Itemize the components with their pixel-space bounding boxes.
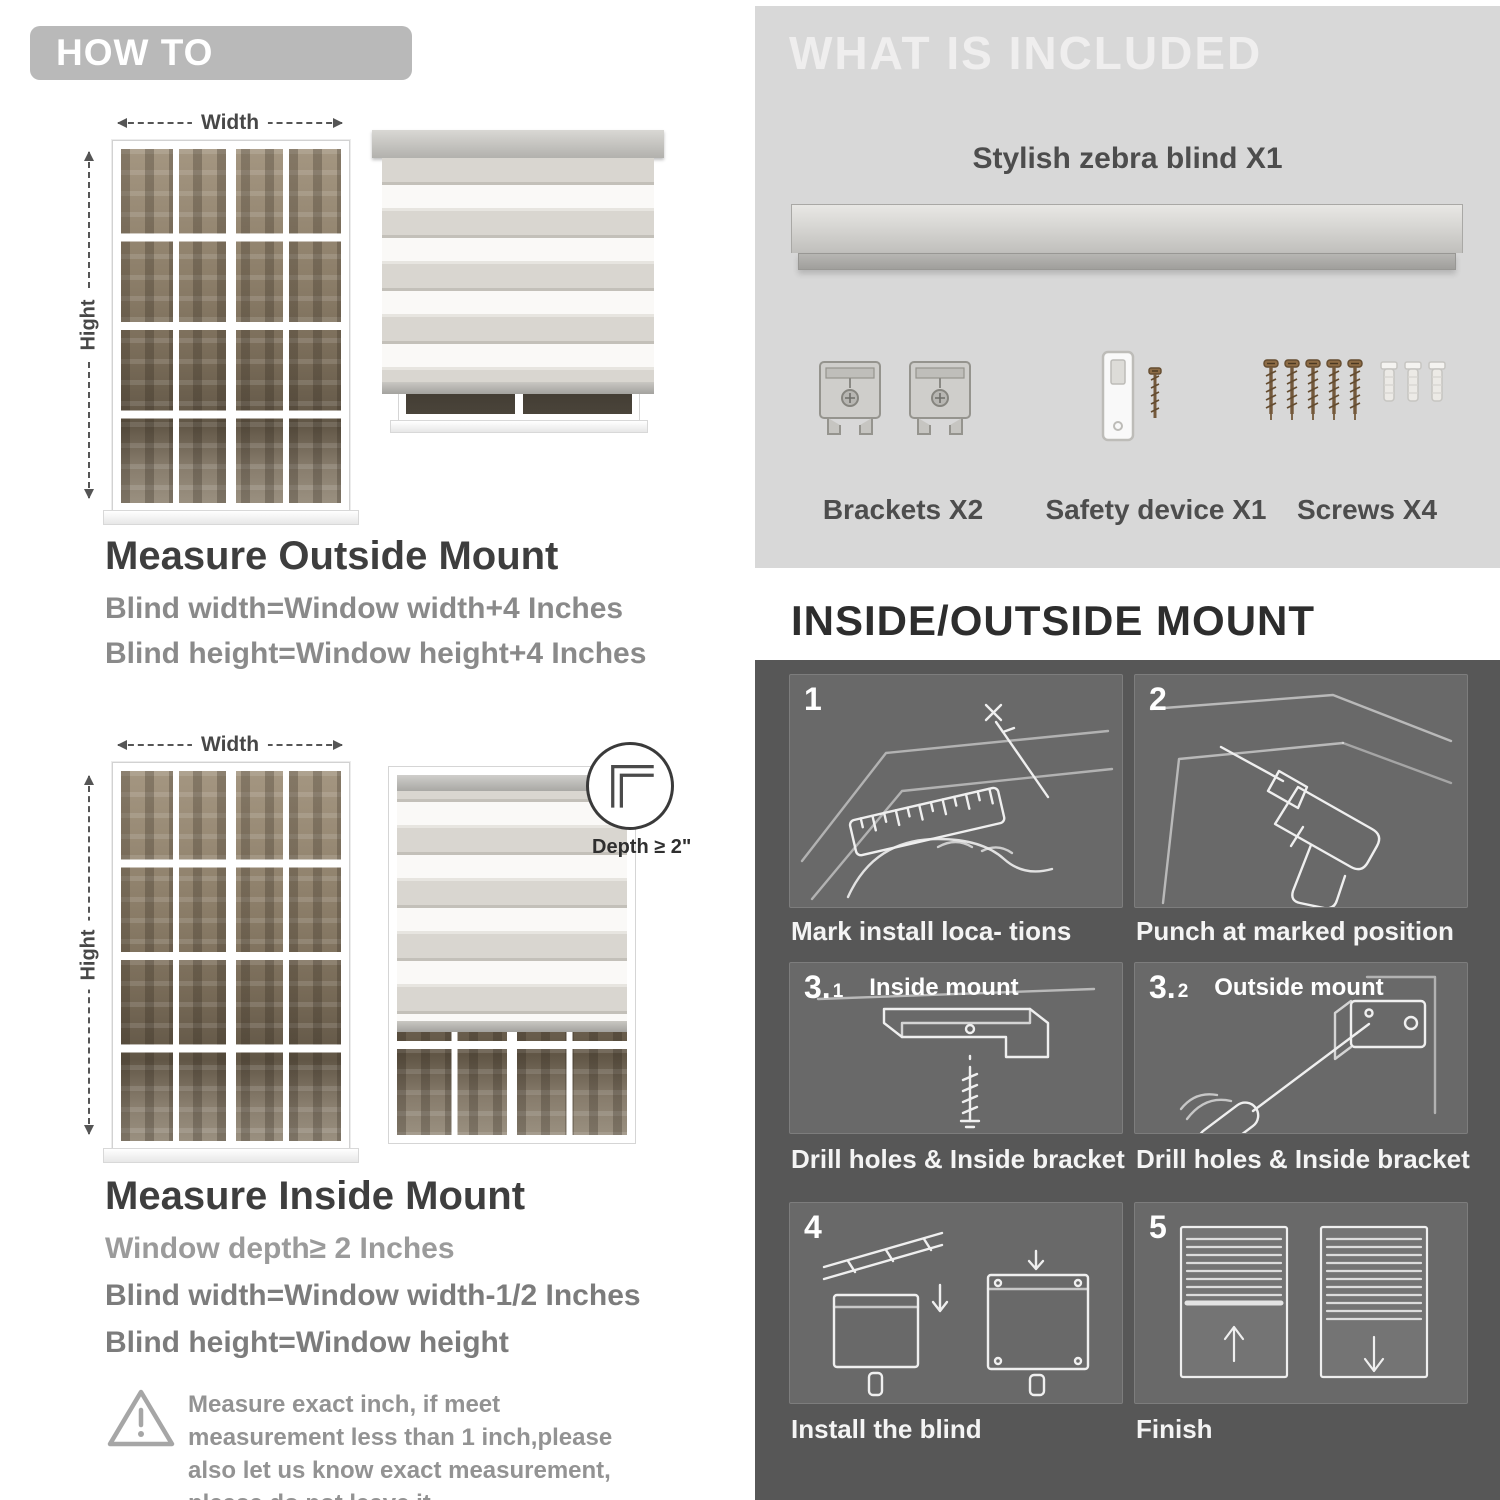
window-panes — [121, 149, 341, 503]
width-label: Width — [191, 732, 269, 758]
width-label: Width — [191, 110, 269, 136]
screws-icon — [1263, 359, 1363, 420]
warning-icon — [107, 1389, 175, 1447]
depth-detail-circle — [586, 742, 674, 830]
inside-mount-label: Inside mount — [869, 974, 1019, 1001]
blind-headrail — [372, 130, 664, 158]
step-panel-4: 4 — [789, 1202, 1123, 1404]
step-3-2-caption: Drill holes & Inside bracket — [1136, 1144, 1470, 1174]
inside-outside-mount-header: INSIDE/OUTSIDE MOUNT — [791, 597, 1316, 644]
blind-outside-mount-illustration — [372, 130, 664, 433]
headrail-product-image — [791, 204, 1463, 270]
safety-device-icon — [1101, 350, 1162, 442]
depth-label: Depth ≥ 2" — [592, 836, 692, 858]
step-panel-2: 2 — [1134, 674, 1468, 908]
what-is-included-header: WHAT IS INCLUDED — [789, 27, 1263, 79]
inside-mount-rule-3: Blind height=Window height — [105, 1326, 509, 1359]
step-2-caption: Punch at marked position — [1136, 916, 1454, 946]
height-label: Hight — [75, 920, 103, 990]
what-is-included-section: WHAT IS INCLUDED Stylish zebra blind X1 — [755, 6, 1500, 568]
inside-mount-rule-1: Window depth≥ 2 Inches — [105, 1232, 455, 1265]
safety-device-label: Safety device X1 — [1045, 494, 1267, 525]
measure-note: Measure exact inch, if meet measurement … — [188, 1391, 613, 1500]
safety-device-group — [1085, 348, 1185, 453]
step-number: 4 — [804, 1209, 822, 1245]
anchors-icon — [1380, 361, 1446, 402]
brackets-label: Brackets X2 — [822, 494, 984, 525]
screws-group — [1261, 358, 1449, 430]
step-panel-1: 1 — [789, 674, 1123, 908]
screws-label: Screws X4 — [1296, 494, 1438, 525]
mount-header-strip: INSIDE/OUTSIDE MOUNT — [755, 584, 1500, 660]
step-panel-3-2: 3.2 Outside mount — [1134, 962, 1468, 1134]
step-4-caption: Install the blind — [791, 1414, 982, 1444]
blind-inside-mount-illustration — [388, 766, 636, 1144]
step-number: 3.1 Inside mount — [804, 969, 1019, 1005]
outside-mount-label: Outside mount — [1214, 974, 1384, 1001]
step-number: 2 — [1149, 681, 1167, 717]
blind-bottom-rail — [382, 382, 654, 394]
step-1-caption: Mark install loca- tions — [791, 916, 1072, 946]
headrail-lip — [798, 253, 1456, 270]
step-panel-5: 5 — [1134, 1202, 1468, 1404]
step-number: 5 — [1149, 1209, 1167, 1245]
outside-mount-rule-2: Blind height=Window height+4 Inches — [105, 637, 647, 670]
blind-item-label: Stylish zebra blind X1 — [972, 142, 1283, 175]
width-arrow-outside: Width — [117, 110, 343, 136]
bracket-icon — [819, 361, 881, 435]
step-3-1-caption: Drill holes & Inside bracket — [791, 1144, 1125, 1174]
brackets-group — [813, 356, 977, 444]
height-label: Hight — [75, 290, 103, 360]
bracket-icon — [909, 361, 971, 435]
inside-mount-rule-2: Blind width=Window width-1/2 Inches — [105, 1279, 641, 1312]
step-3-2-illustration — [1179, 975, 1437, 1133]
height-arrow-outside: Hight — [75, 151, 103, 499]
outside-mount-rule-1: Blind width=Window width+4 Inches — [105, 592, 624, 625]
step-4-illustration — [822, 1231, 1090, 1397]
blind-bottom-rail — [397, 1021, 627, 1032]
step-number: 3.2 Outside mount — [1149, 969, 1384, 1005]
width-arrow-inside: Width — [117, 732, 343, 758]
zebra-blind-body — [382, 158, 654, 382]
outside-mount-title: Measure Outside Mount — [105, 534, 559, 578]
inside-outside-mount-section: 1 — [755, 660, 1500, 1500]
step-panel-3-1: 3.1 Inside mount — [789, 962, 1123, 1134]
blind-headrail — [397, 775, 627, 791]
zebra-blind-body — [397, 775, 627, 1021]
headrail-face — [791, 204, 1463, 253]
step-3-1-illustration — [816, 987, 1096, 1129]
step-5-illustration — [1179, 1225, 1429, 1379]
step-number: 1 — [804, 681, 822, 717]
step-2-illustration — [1149, 693, 1453, 907]
window-corner-icon — [611, 764, 654, 808]
window-illustration-outside — [103, 140, 359, 525]
window-illustration-inside — [103, 762, 359, 1163]
height-arrow-inside: Hight — [75, 775, 103, 1135]
window-panes — [121, 771, 341, 1141]
step-5-caption: Finish — [1136, 1414, 1213, 1444]
step-1-illustration — [800, 703, 1114, 901]
how-to-measure-header: HOW TO MEASURE — [30, 26, 412, 127]
inside-mount-title: Measure Inside Mount — [105, 1174, 526, 1218]
